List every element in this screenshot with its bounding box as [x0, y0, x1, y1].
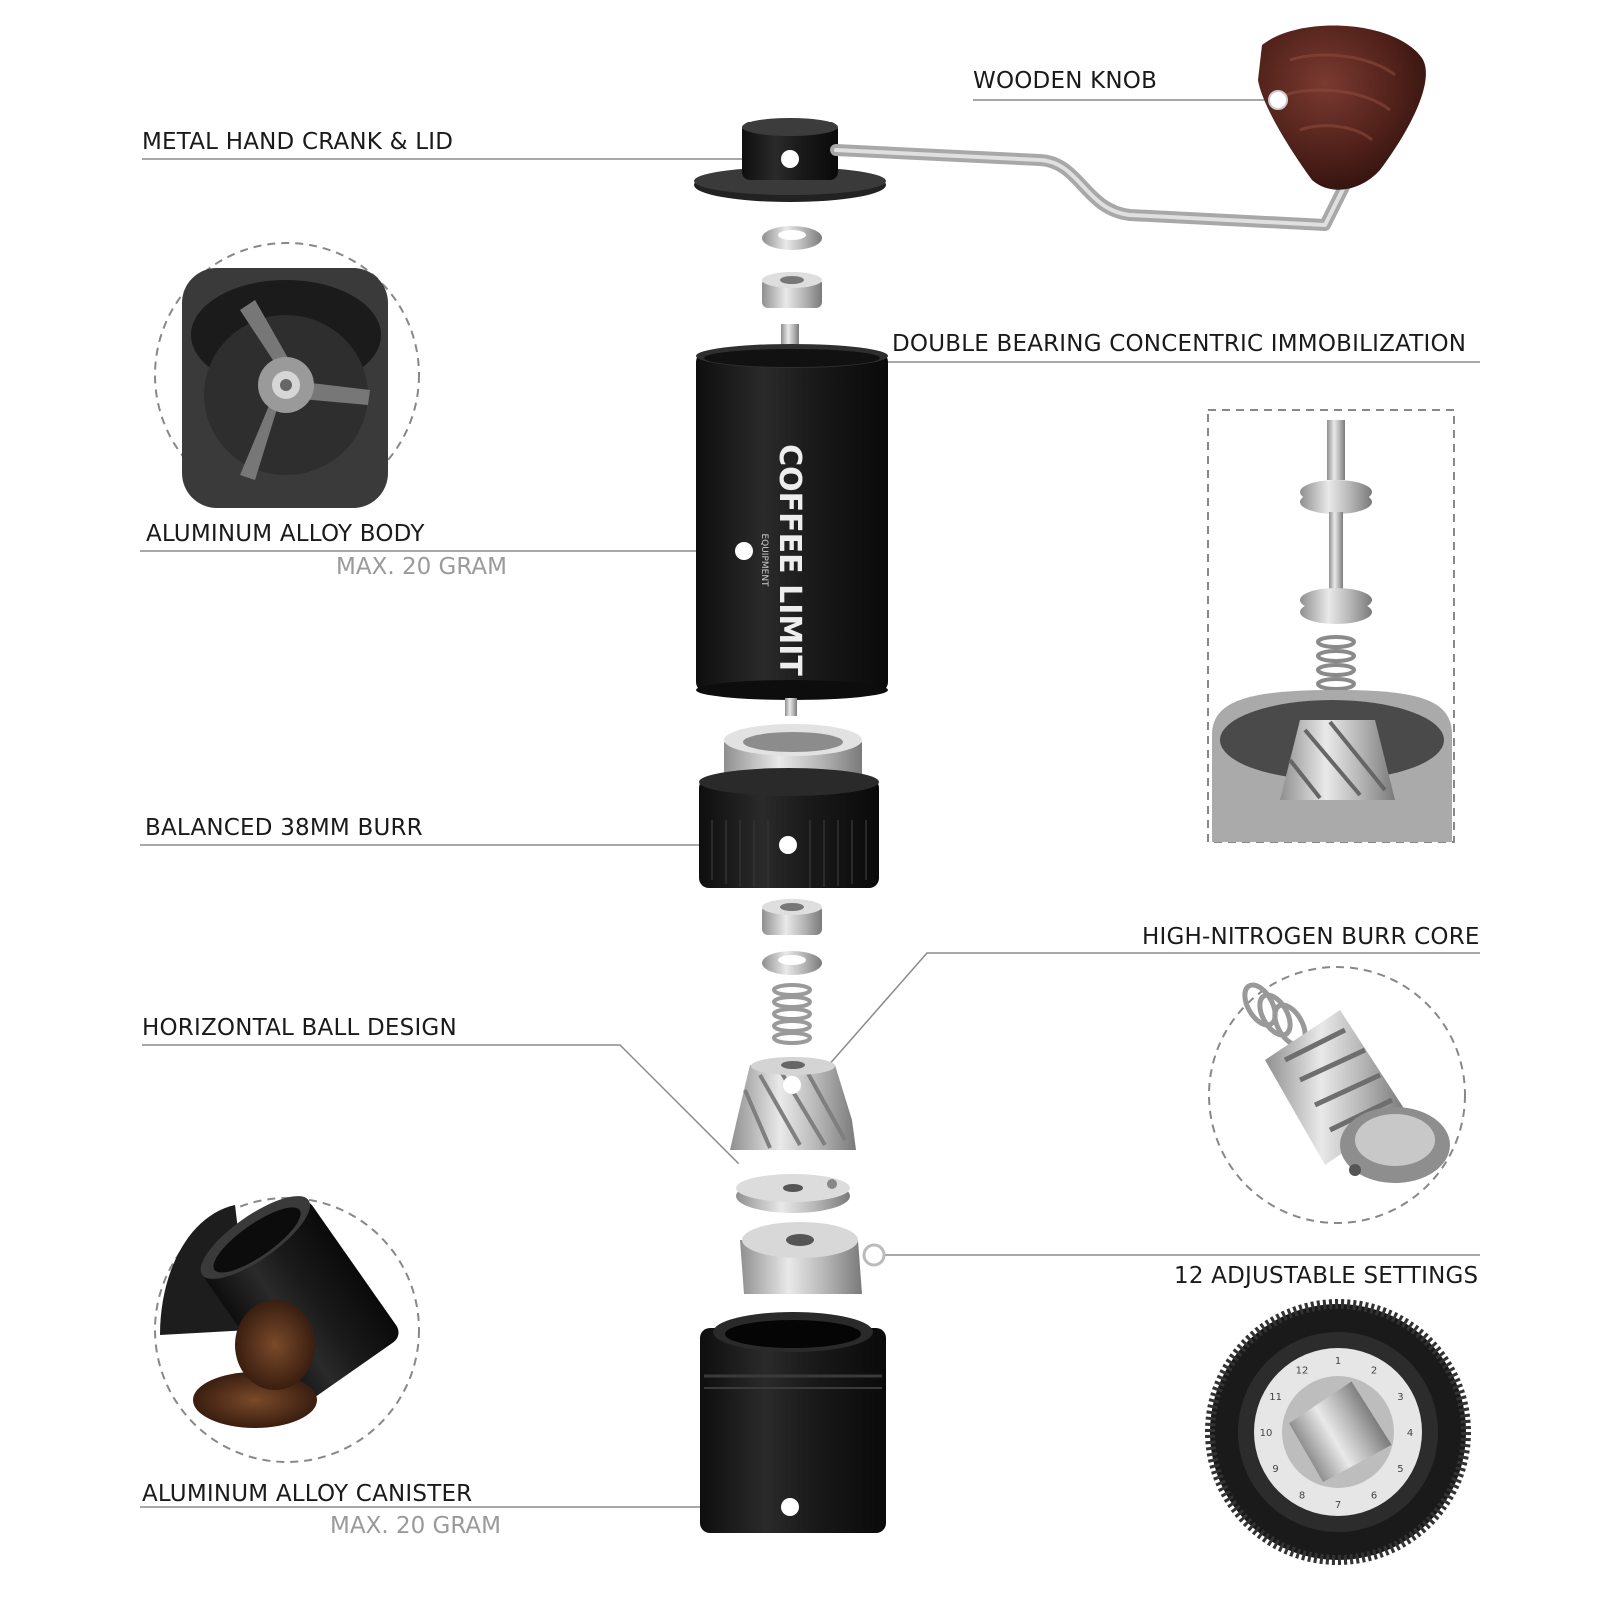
marker-burr-core [783, 1076, 801, 1094]
canister [700, 1312, 886, 1533]
shaft-bottom [785, 698, 797, 716]
crank-assembly [694, 25, 1426, 231]
dial-number: 2 [1371, 1366, 1377, 1377]
brand-logo: COFFEE LIMIT EQUIPMENT [759, 444, 807, 676]
markers [735, 90, 1288, 1516]
burr-ring [699, 724, 879, 888]
ball-plate [736, 1174, 850, 1213]
label-crank-lid: METAL HAND CRANK & LID [142, 129, 454, 155]
lower-bearing [762, 899, 822, 935]
dial-number: 5 [1397, 1464, 1403, 1475]
top-washer [762, 226, 822, 250]
adjust-nut [740, 1222, 862, 1294]
marker-canister [781, 1498, 799, 1516]
dial-number: 10 [1260, 1428, 1273, 1439]
marker-burr [779, 836, 797, 854]
inset-burr-top-view [154, 242, 420, 508]
label-body: ALUMINUM ALLOY BODY [146, 521, 425, 547]
dial-number: 3 [1397, 1392, 1403, 1403]
dial-number: 7 [1335, 1500, 1341, 1511]
leader-lines [140, 99, 1480, 1508]
dial-number: 6 [1371, 1490, 1377, 1501]
label-canister: ALUMINUM ALLOY CANISTER [142, 1481, 473, 1507]
label-double-bearing: DOUBLE BEARING CONCENTRIC IMMOBILIZATION [892, 331, 1467, 357]
inset-burr-core [1208, 966, 1466, 1224]
marker-crank-lid [781, 150, 799, 168]
spring [772, 983, 812, 1045]
dial-number: 8 [1299, 1490, 1305, 1501]
label-burr-core: HIGH-NITROGEN BURR CORE [1142, 924, 1480, 950]
dial-number: 11 [1269, 1392, 1282, 1403]
dial-number: 9 [1272, 1464, 1278, 1475]
label-body-capacity: MAX. 20 GRAM [336, 554, 507, 580]
dial-number: 12 [1296, 1366, 1309, 1377]
brand-tagline: EQUIPMENT [759, 533, 769, 587]
lower-washer [762, 951, 822, 975]
dial-number: 4 [1407, 1428, 1413, 1439]
marker-wooden-knob [1268, 90, 1288, 110]
label-settings: 12 ADJUSTABLE SETTINGS [1174, 1263, 1479, 1289]
marker-ball-design [736, 1161, 754, 1179]
crank-arm [830, 144, 1351, 231]
brand-name: COFFEE LIMIT [772, 444, 807, 676]
inset-shaft-assembly [1207, 409, 1455, 843]
label-canister-capacity: MAX. 20 GRAM [330, 1513, 501, 1539]
leader-ball-design [142, 1044, 746, 1171]
marker-settings [862, 1243, 886, 1267]
top-bearing [762, 272, 822, 308]
dial-number: 1 [1335, 1356, 1341, 1367]
label-ball-design: HORIZONTAL BALL DESIGN [142, 1015, 457, 1041]
marker-body [735, 542, 753, 560]
burr-core [730, 1057, 856, 1150]
leader-burr-core [819, 952, 1480, 1076]
grinder-body: COFFEE LIMIT EQUIPMENT [696, 324, 888, 716]
label-wooden-knob: WOODEN KNOB [973, 68, 1158, 94]
inset-canister-grounds [154, 1196, 420, 1463]
label-burr: BALANCED 38MM BURR [145, 815, 423, 841]
